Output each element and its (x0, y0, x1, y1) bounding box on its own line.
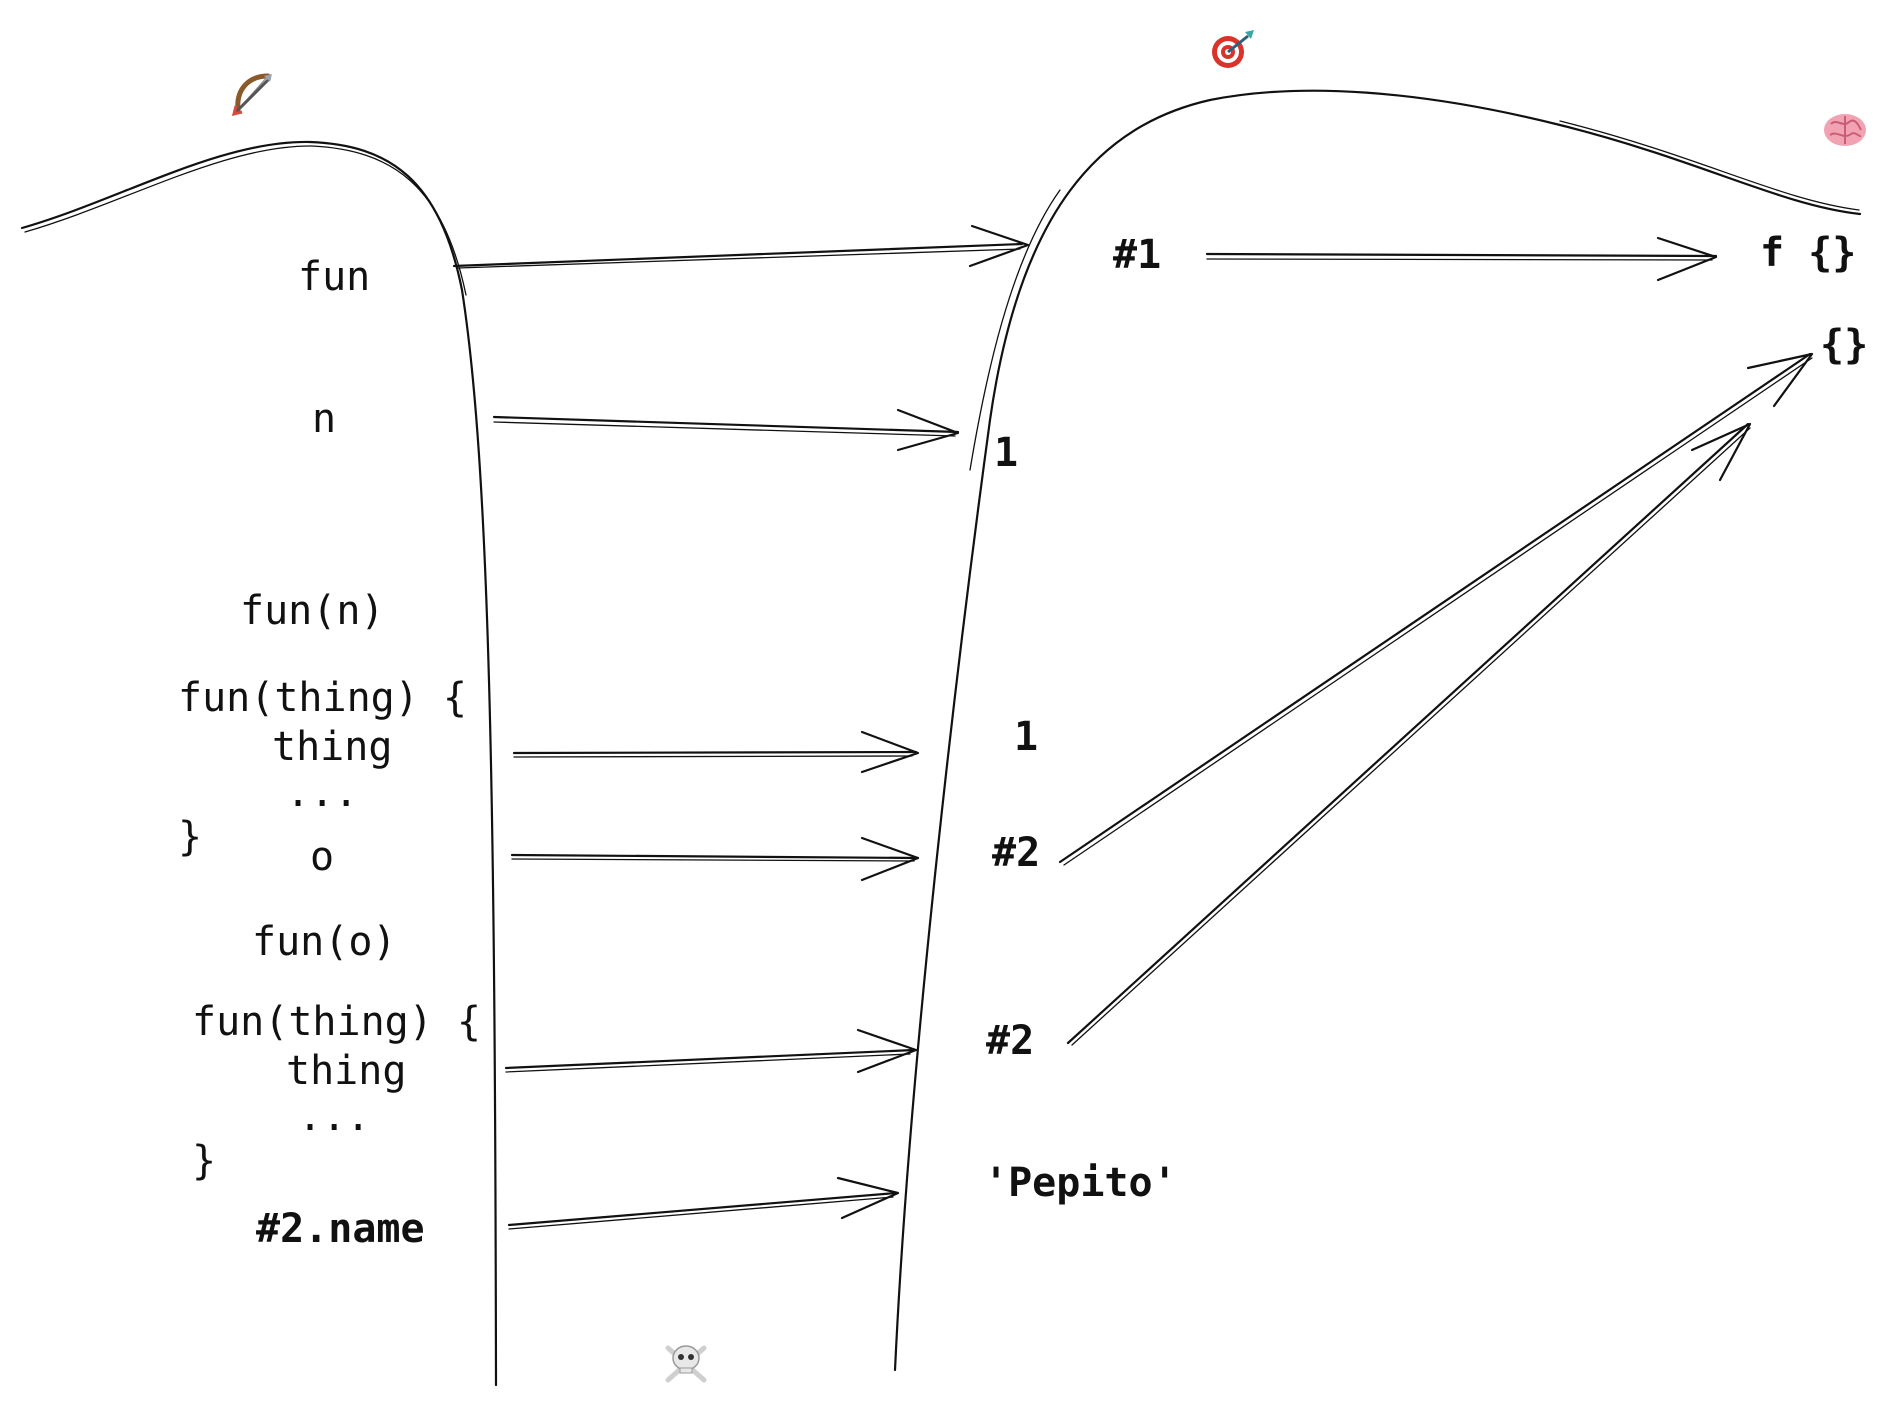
arrow-hash2-to-object (1058, 352, 1814, 866)
arrow-n-to-1 (492, 408, 960, 452)
label-body-1-line-1: fun(thing) { (178, 675, 467, 721)
left-region-boundary (20, 140, 498, 1387)
value-object: {} (1820, 322, 1868, 368)
label-body-1-line-2: thing (272, 724, 392, 770)
target-icon (1212, 30, 1254, 68)
value-1-a: 1 (994, 430, 1018, 476)
label-call-n: fun(n) (240, 588, 385, 634)
value-function-object: f {} (1760, 230, 1856, 276)
label-body-1-line-4: } (178, 814, 202, 860)
arrow-thing-1-to-1 (512, 730, 920, 774)
arrow-fun-to-1 (452, 224, 1030, 269)
label-o: o (310, 834, 334, 880)
arrow-hash2b-to-object (1066, 422, 1752, 1046)
middle-region-boundary (893, 89, 1862, 1372)
arrow-o-to-hash2 (510, 836, 920, 882)
arrow-thing-2-to-hash2 (504, 1028, 918, 1074)
label-body-2-line-4: } (192, 1138, 216, 1184)
skull-crossbones-icon (665, 1345, 707, 1383)
label-n: n (312, 396, 336, 442)
label-body-2-line-1: fun(thing) { (192, 999, 481, 1045)
value-hash1: #1 (1113, 232, 1161, 278)
label-call-o: fun(o) (252, 919, 397, 965)
arrow-hash1-to-f (1205, 236, 1718, 282)
value-pepito: 'Pepito' (984, 1160, 1177, 1206)
label-fun: fun (298, 254, 370, 300)
value-hash2-a: #2 (992, 830, 1040, 876)
bow-and-arrow-icon (231, 73, 272, 117)
label-body-2-line-3: ... (298, 1094, 370, 1140)
arrow-name-to-pepito (507, 1176, 900, 1230)
value-hash2-b: #2 (986, 1018, 1034, 1064)
label-name: #2.name (256, 1206, 425, 1252)
label-body-2-line-2: thing (286, 1048, 406, 1094)
label-body-1-line-3: ... (286, 770, 358, 816)
value-1-b: 1 (1014, 714, 1038, 760)
brain-icon (1824, 114, 1866, 146)
